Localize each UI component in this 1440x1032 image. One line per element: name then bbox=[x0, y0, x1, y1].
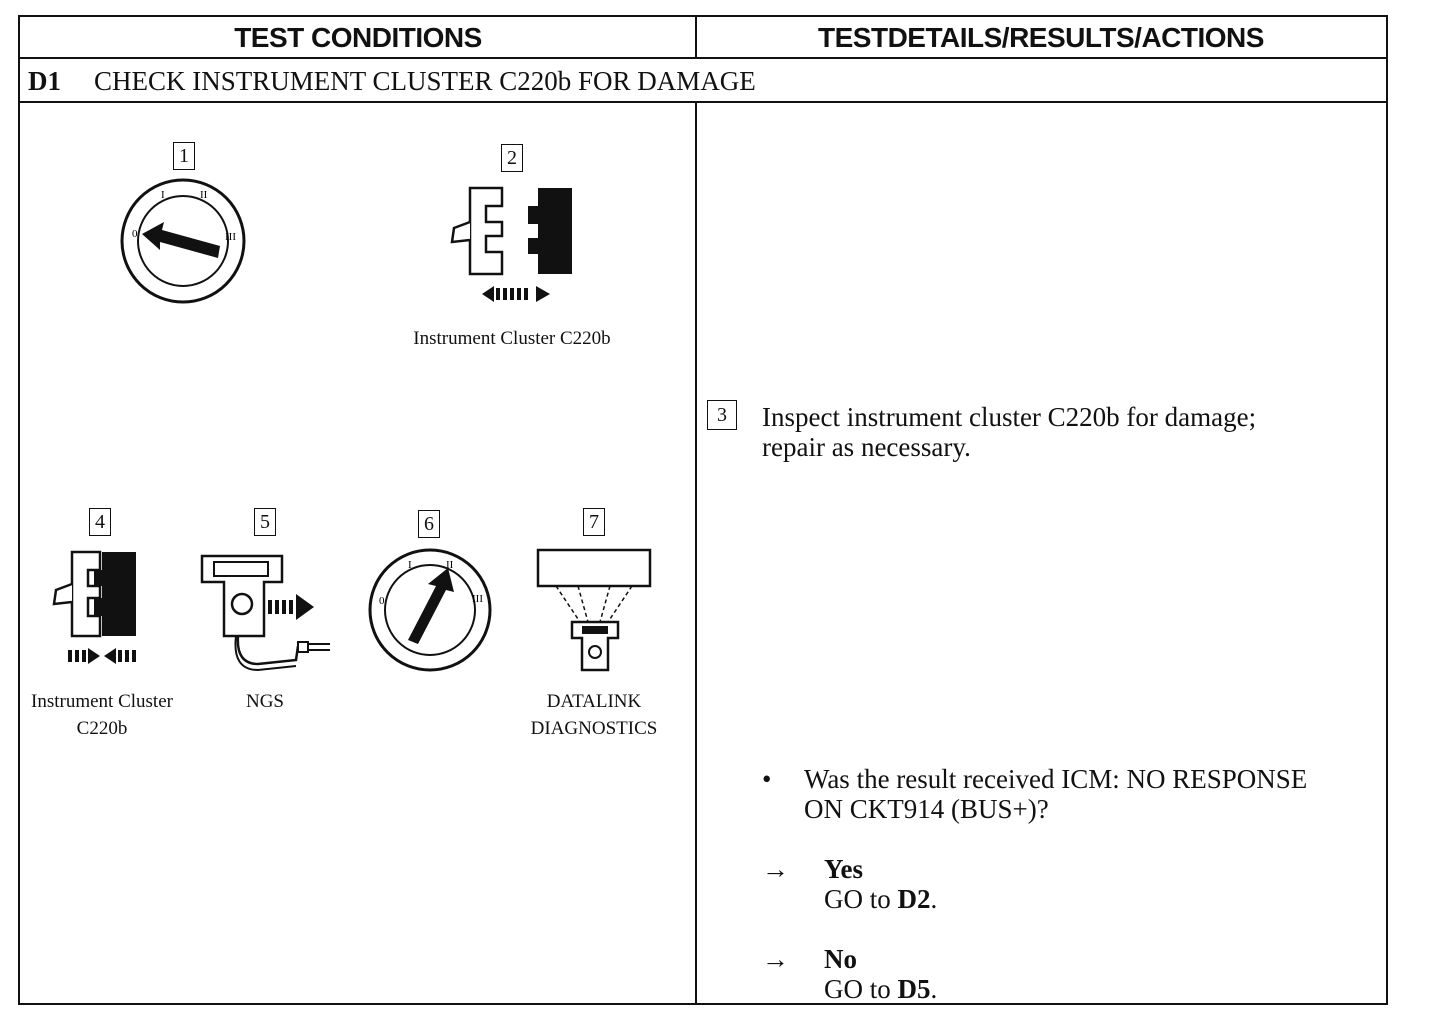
ignition-switch-run-icon: 0 I II III bbox=[368, 548, 492, 672]
column-divider bbox=[695, 17, 697, 1003]
switch-label-0: 0 bbox=[379, 595, 385, 607]
yes-target-link[interactable]: D2 bbox=[897, 884, 931, 914]
no-action: GO to D5. bbox=[824, 974, 937, 1004]
no-label: No bbox=[824, 944, 857, 974]
yes-action-prefix: GO to bbox=[824, 884, 891, 914]
switch-label-2: II bbox=[446, 559, 454, 571]
header-test-conditions: TEST CONDITIONS bbox=[20, 17, 696, 59]
figure-7-number: 7 bbox=[583, 508, 605, 536]
connector-disconnect-icon bbox=[450, 186, 572, 302]
figure-1-number: 1 bbox=[173, 142, 195, 170]
no-period: . bbox=[930, 974, 938, 1004]
no-arrow: → bbox=[762, 944, 789, 974]
figure-6-number: 6 bbox=[418, 510, 440, 538]
step-title: CHECK INSTRUMENT CLUSTER C220b FOR DAMAG… bbox=[94, 66, 756, 96]
yes-arrow: → bbox=[762, 854, 789, 884]
figure-7-caption-line-1: DATALINK bbox=[546, 691, 642, 712]
no-action-prefix: GO to bbox=[824, 974, 891, 1004]
question-bullet: • bbox=[762, 764, 772, 794]
switch-label-3: III bbox=[225, 231, 236, 243]
question-line-2: ON CKT914 (BUS+)? bbox=[804, 794, 1049, 824]
step-heading-row: D1 CHECK INSTRUMENT CLUSTER C220b FOR DA… bbox=[20, 59, 1386, 101]
question-line-1: Was the result received ICM: NO RESPONSE bbox=[804, 764, 1308, 794]
switch-label-2: II bbox=[200, 189, 208, 201]
step-id: D1 bbox=[28, 66, 61, 96]
yes-label: Yes bbox=[824, 854, 863, 884]
figure-5-number: 5 bbox=[254, 508, 276, 536]
switch-label-3: III bbox=[472, 593, 483, 605]
step-3-number: 3 bbox=[707, 400, 737, 430]
figure-5-caption: NGS bbox=[245, 691, 284, 712]
header-test-details: TESTDETAILS/RESULTS/ACTIONS bbox=[696, 17, 1386, 59]
step-row-divider bbox=[20, 101, 1386, 103]
connector-connect-icon bbox=[52, 550, 136, 664]
step-3-instruction-line-1: Inspect instrument cluster C220b for dam… bbox=[762, 402, 1257, 432]
step-3-instruction-line-2: repair as necessary. bbox=[762, 432, 971, 462]
ngs-tester-icon bbox=[200, 554, 330, 672]
figure-2-caption: Instrument Cluster C220b bbox=[413, 328, 611, 349]
test-table: TEST CONDITIONS TESTDETAILS/RESULTS/ACTI… bbox=[18, 15, 1388, 1005]
figure-2-number: 2 bbox=[501, 144, 523, 172]
figure-4-caption-line-2: C220b bbox=[76, 718, 128, 739]
figure-4-number: 4 bbox=[89, 508, 111, 536]
yes-period: . bbox=[930, 884, 938, 914]
figure-4-caption-line-1: Instrument Cluster bbox=[31, 691, 173, 712]
figure-7-caption-line-2: DIAGNOSTICS bbox=[530, 718, 658, 739]
ignition-switch-off-icon: 0 I II III bbox=[120, 178, 246, 304]
switch-label-1: I bbox=[408, 559, 412, 571]
switch-label-0: 0 bbox=[132, 228, 138, 240]
datalink-diagnostics-icon bbox=[536, 548, 652, 672]
yes-action: GO to D2. bbox=[824, 884, 937, 914]
no-target-link[interactable]: D5 bbox=[897, 974, 931, 1004]
switch-label-1: I bbox=[161, 189, 165, 201]
